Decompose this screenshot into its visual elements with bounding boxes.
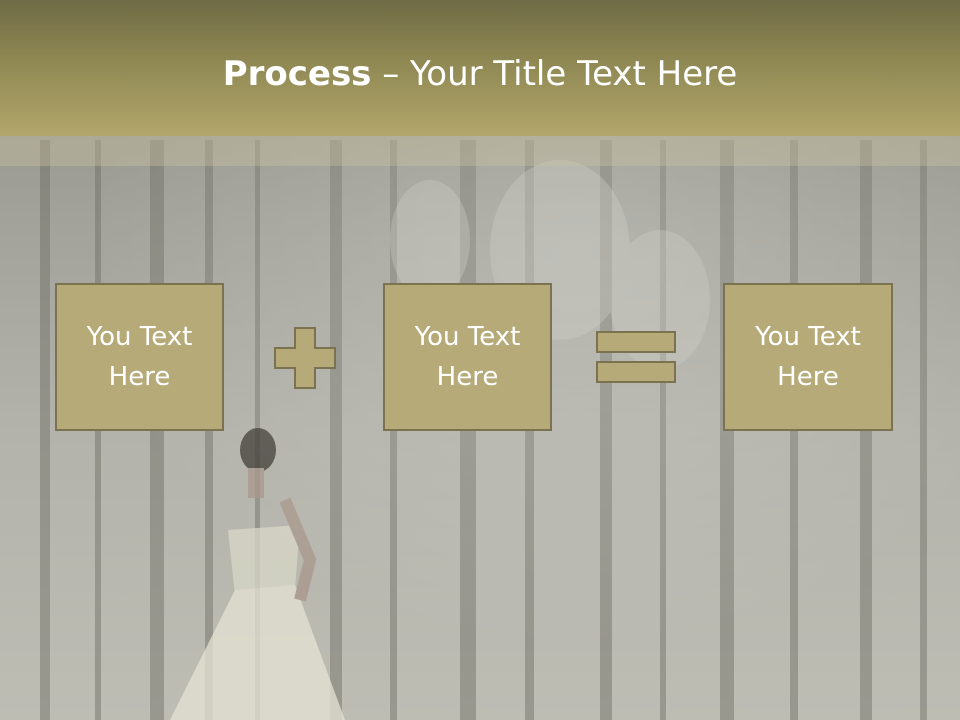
text-box-1[interactable]: You Text Here — [55, 283, 224, 431]
text-box-3-label: You Text Here — [755, 322, 861, 392]
text-box-2-label: You Text Here — [414, 322, 521, 392]
title-rest: – Your Title Text Here — [371, 54, 738, 94]
plus-icon — [274, 327, 336, 389]
equals-icon — [596, 331, 676, 383]
text-box-2[interactable]: You Text Here — [383, 283, 552, 431]
title-underband — [0, 136, 960, 166]
title-band — [0, 0, 960, 136]
slide-title[interactable]: Process – Your Title Text Here — [0, 52, 960, 96]
bride-figure — [170, 428, 345, 720]
title-bold: Process — [222, 54, 372, 94]
text-box-3[interactable]: You Text Here — [723, 283, 893, 431]
text-box-1-label: You Text Here — [86, 322, 193, 392]
